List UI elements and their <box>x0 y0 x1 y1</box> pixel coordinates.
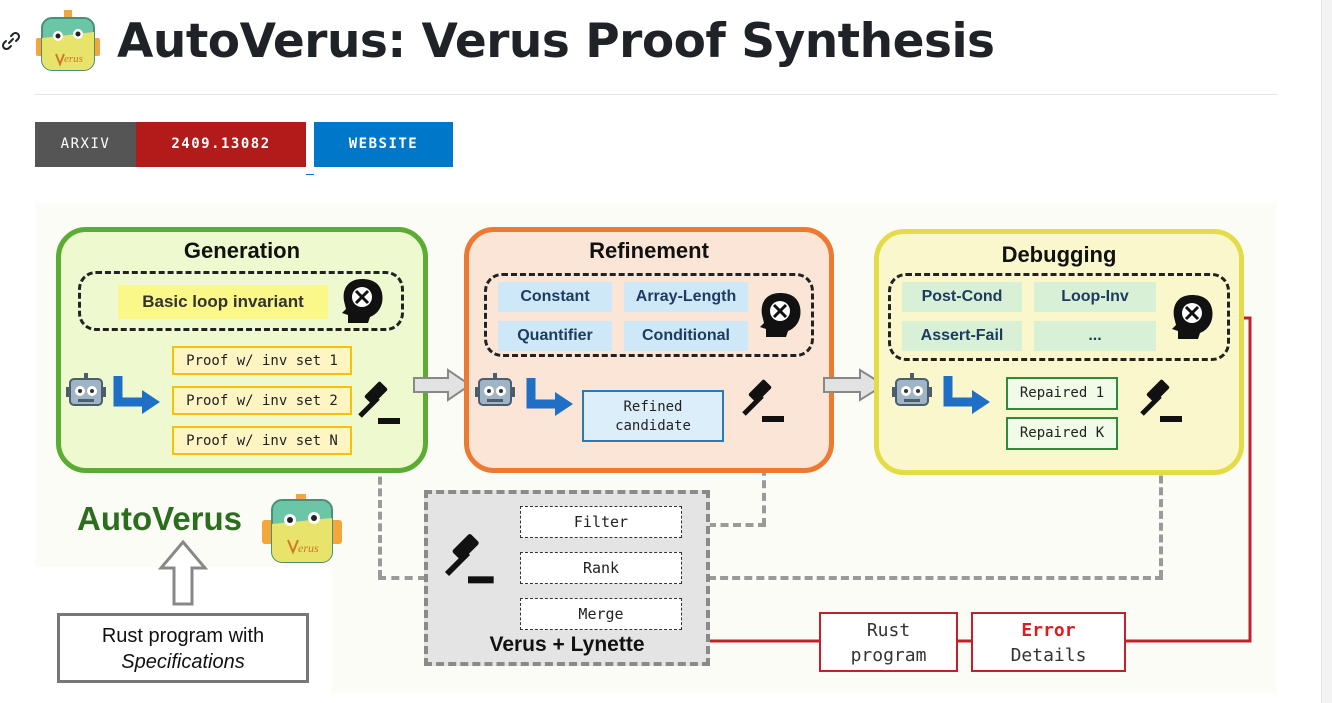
refine-chip: Quantifier <box>498 321 612 351</box>
proof-candidate: Proof w/ inv set N <box>172 426 352 455</box>
flow-arrow-icon <box>112 374 164 418</box>
flow-arrow-icon <box>525 376 577 420</box>
repaired-candidate: Repaired 1 <box>1006 377 1118 410</box>
debug-chip: Post-Cond <box>902 282 1022 312</box>
svg-text:erus: erus <box>298 541 319 555</box>
debug-chip: Assert-Fail <box>902 321 1022 351</box>
gen-to-ref-arrow <box>413 368 472 402</box>
refined-candidate-line2: candidate <box>615 418 691 434</box>
gavel-icon <box>738 378 786 426</box>
gavel-icon <box>440 532 496 588</box>
refine-chip: Conditional <box>624 321 748 351</box>
debugging-title: Debugging <box>1001 242 1117 267</box>
gavel-icon <box>354 380 402 428</box>
error-details-box: Error Details <box>971 612 1126 672</box>
verifier-step: Rank <box>520 552 682 584</box>
debug-chip: Loop-Inv <box>1034 282 1156 312</box>
dbg-feedback-line-h <box>708 576 1163 580</box>
rust-line1: Rust <box>866 620 911 641</box>
error-word: Error <box>1021 620 1076 641</box>
input-line1: Rust program with <box>101 625 265 647</box>
error-line2: Details <box>1010 645 1087 666</box>
arxiv-badge-id[interactable]: 2409.13082 <box>136 122 306 167</box>
verifier-step: Filter <box>520 506 682 538</box>
expert-head-icon <box>340 277 384 325</box>
scrollbar[interactable] <box>1321 0 1332 703</box>
page-title: AutoVerus: Verus Proof Synthesis <box>117 14 995 69</box>
flow-arrow-icon <box>942 374 994 418</box>
link-underline <box>306 174 314 175</box>
generation-title: Generation <box>183 238 301 263</box>
ref-feedback-line-h <box>708 523 766 527</box>
ref-feedback-line <box>762 430 766 526</box>
autoverus-robot-logo: erus <box>258 494 346 566</box>
rust-line2: program <box>850 645 927 666</box>
ref-to-dbg-arrow <box>823 368 886 402</box>
generation-dashed-box <box>78 271 404 331</box>
gen-feedback-line-h <box>378 576 426 580</box>
refined-candidate-box: Refined candidate <box>582 390 724 442</box>
verifier-step: Merge <box>520 598 682 630</box>
autoverus-robot-logo: erus <box>34 10 102 76</box>
rust-program-box: Rust program <box>819 612 958 672</box>
input-up-arrow <box>158 540 208 606</box>
svg-text:erus: erus <box>64 53 83 65</box>
debug-chip: ... <box>1034 321 1156 351</box>
refine-chip: Array-Length <box>624 282 748 312</box>
expert-head-icon <box>758 291 802 339</box>
refinement-title: Refinement <box>589 238 709 263</box>
robot-icon <box>475 371 515 411</box>
proof-candidate: Proof w/ inv set 2 <box>172 386 352 415</box>
gen-feedback-line <box>378 430 382 578</box>
verifier-title: Verus + Lynette <box>489 633 645 656</box>
robot-icon <box>66 371 106 411</box>
website-badge[interactable]: WEBSITE <box>314 122 453 167</box>
dbg-feedback-line <box>1159 440 1163 578</box>
link-icon[interactable] <box>0 30 22 52</box>
refined-candidate-line1: Refined <box>623 399 683 415</box>
proof-candidate: Proof w/ inv set 1 <box>172 346 352 375</box>
robot-icon <box>892 371 932 411</box>
repaired-candidate: Repaired K <box>1006 417 1118 450</box>
basic-invariant-chip: Basic loop invariant <box>118 285 328 319</box>
title-divider <box>35 94 1278 95</box>
refinement-dashed-box <box>484 273 814 357</box>
debugging-dashed-box <box>888 273 1230 361</box>
expert-head-icon <box>1170 293 1214 341</box>
gavel-icon <box>1136 378 1184 426</box>
arxiv-badge-label[interactable]: ARXIV <box>35 122 136 167</box>
input-line2: Specifications <box>121 651 245 673</box>
autoverus-label: AutoVerus <box>77 500 243 537</box>
refine-chip: Constant <box>498 282 612 312</box>
input-program-box: Rust program with Specifications <box>57 613 309 683</box>
